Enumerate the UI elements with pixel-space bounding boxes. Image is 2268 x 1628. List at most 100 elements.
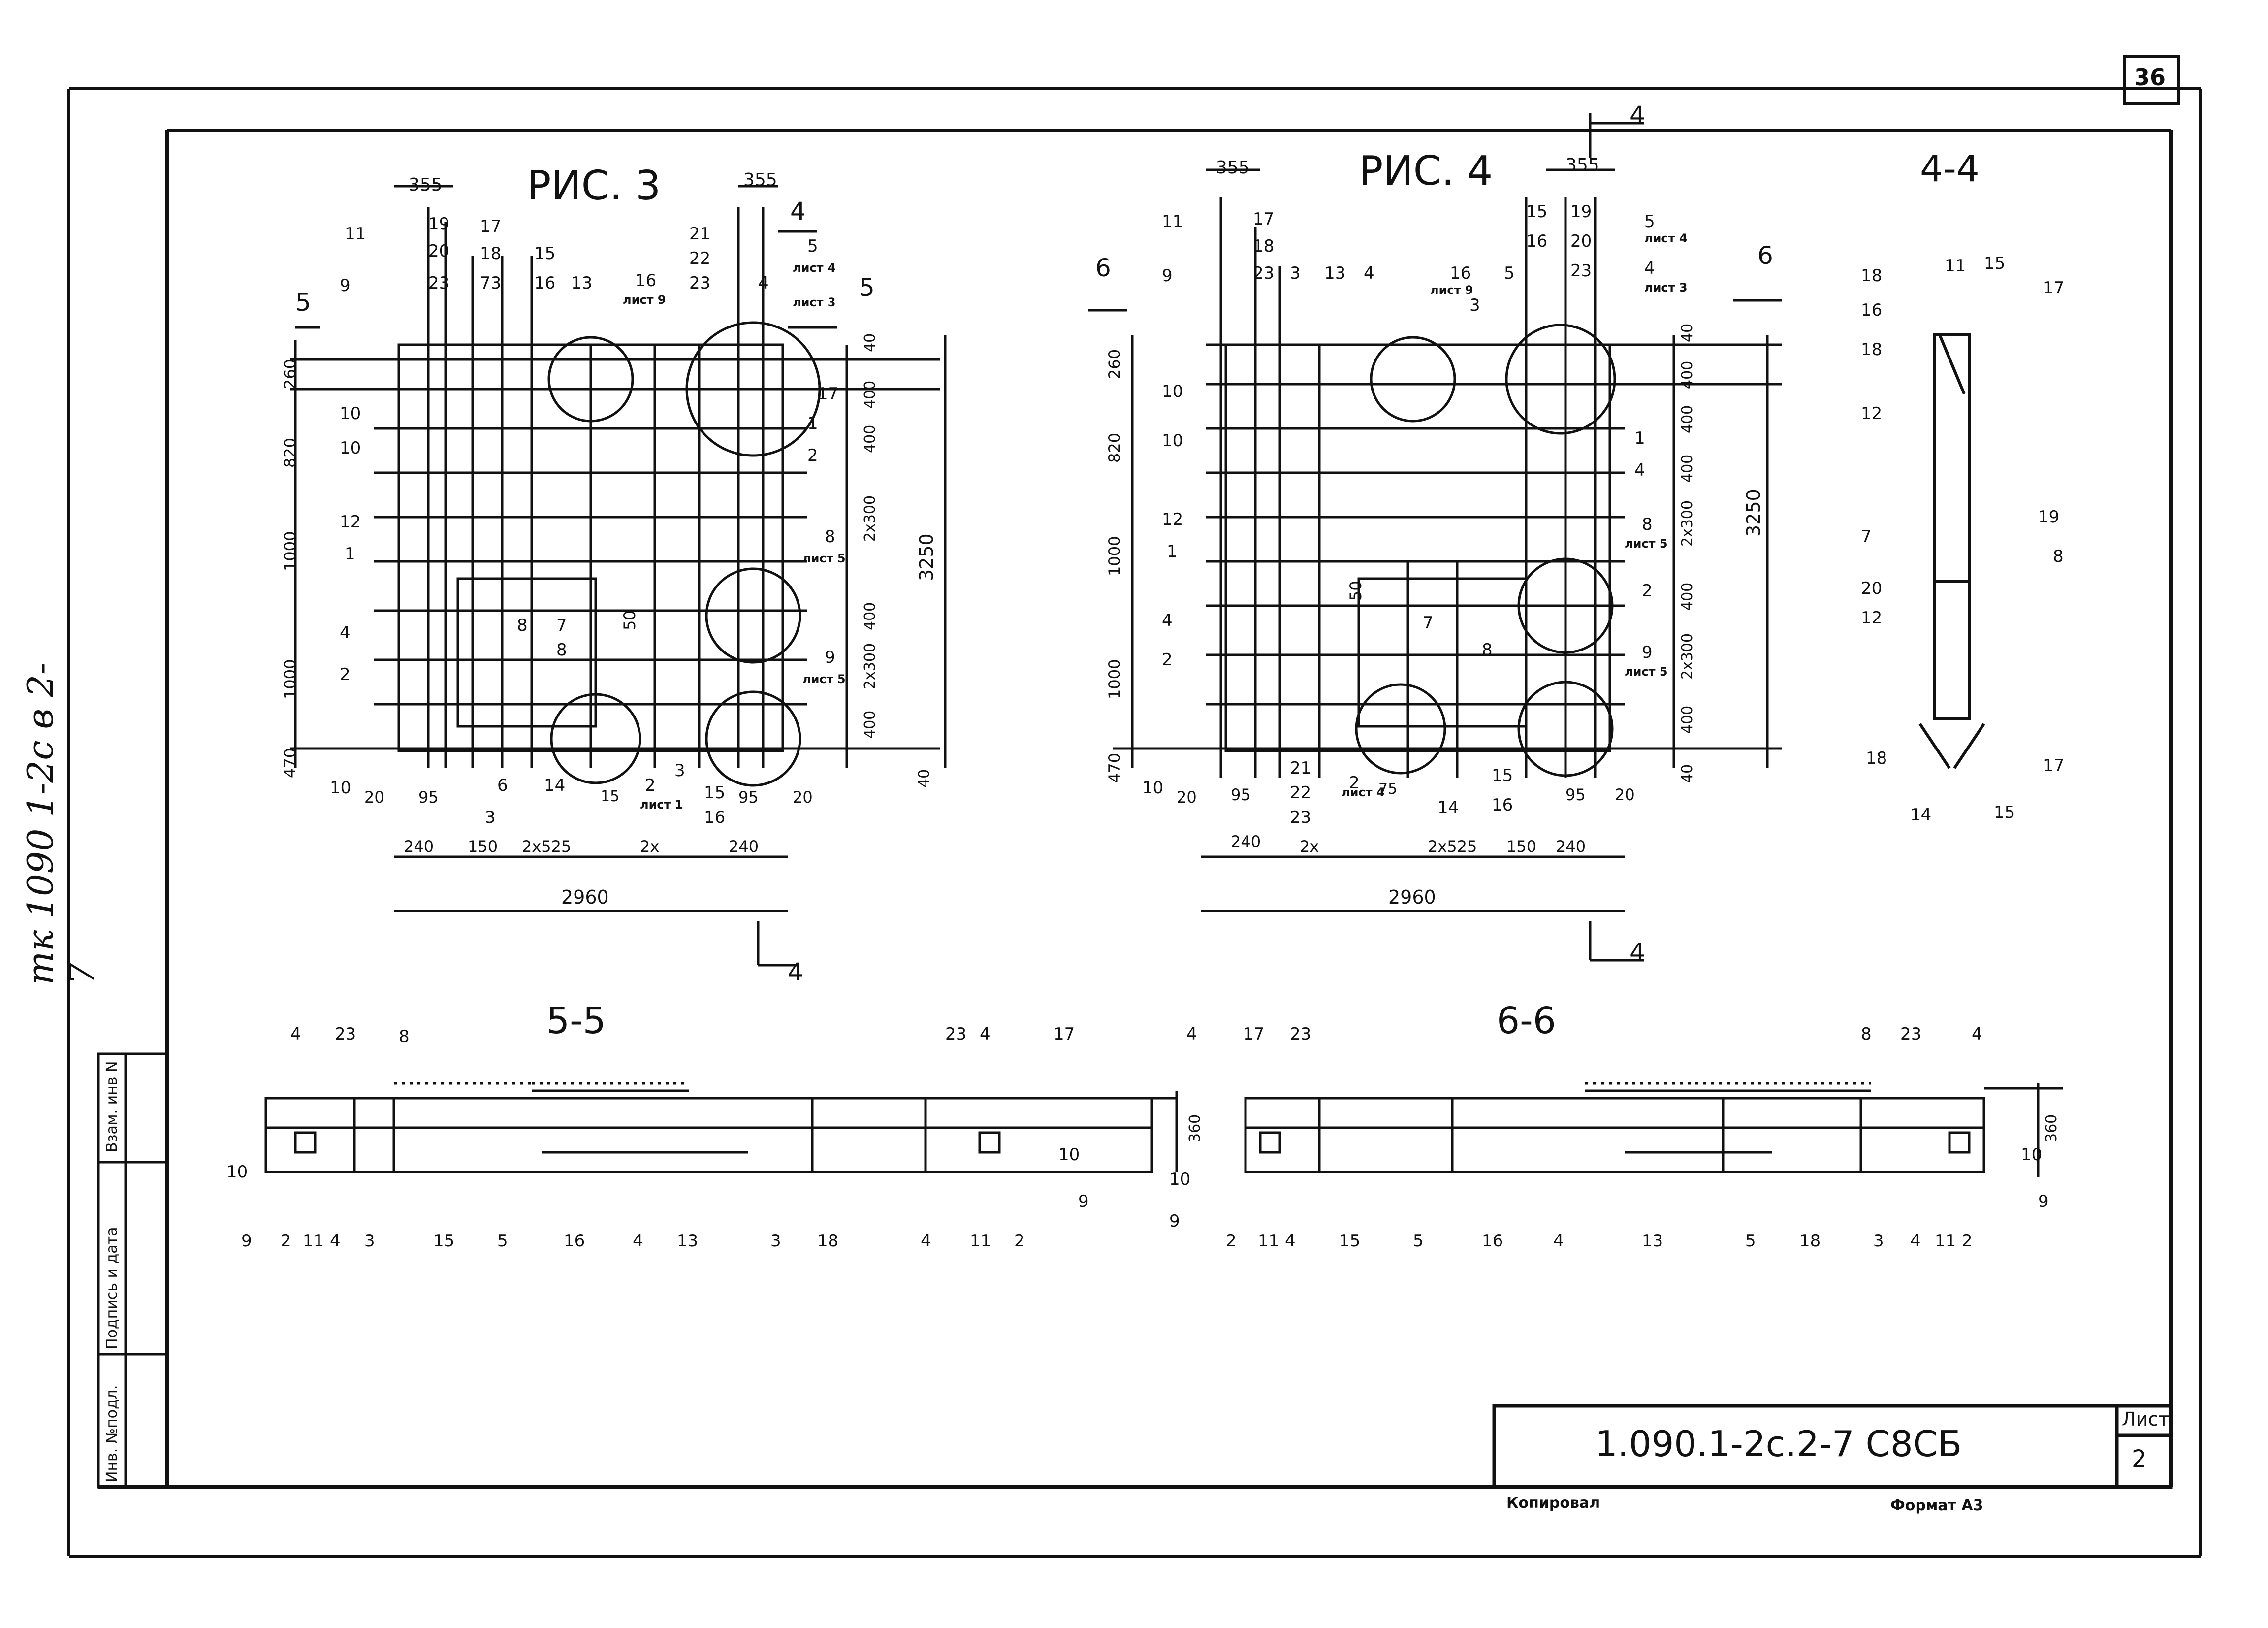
- sec44-callout-9: 11: [1945, 256, 1966, 276]
- fig4-dim-right-0: 40: [1679, 323, 1696, 342]
- sec44-callout-15: 15: [1994, 803, 2015, 822]
- fig3-callout-top-7: 16: [534, 273, 556, 293]
- sec66-callout-bottom-15: 2: [1962, 1231, 1973, 1251]
- fig4-callout-top-10: 16: [1526, 231, 1548, 251]
- fig3-callout-inner-8: 2: [645, 776, 656, 795]
- fig4-callout-top-1: 18: [1253, 236, 1275, 256]
- stamp-inv-no: Инв. №подл.: [103, 1385, 121, 1482]
- fig3-dim-bottom-3: 150: [468, 837, 498, 856]
- sec66-callout-bottom-6: 5: [1413, 1231, 1424, 1251]
- fig4-section-mark-0: 6: [1095, 254, 1111, 282]
- fig3-section-mark-2: 4: [790, 197, 806, 226]
- fig3-section-mark-0: 5: [295, 288, 311, 317]
- sheet-number: 36: [2134, 64, 2166, 91]
- sec55-callout-bottom-16: 9: [1078, 1192, 1089, 1211]
- fig4-callout-inner-4: 23: [1290, 808, 1311, 827]
- side-note: тк 1090 1-2с в 2-7: [20, 662, 102, 985]
- sec66-callout-top-2: 23: [1290, 1024, 1311, 1044]
- fig3-dim-right-7: 40: [916, 769, 933, 788]
- fig4-callout-top-12: 20: [1570, 231, 1592, 251]
- sec44-callout-8: 14: [1910, 805, 1932, 825]
- sec44-callout-2: 18: [1861, 340, 1883, 359]
- fig3-callout-left-1: 9: [340, 276, 351, 295]
- sec66-callout-bottom-12: 3: [1873, 1231, 1884, 1251]
- fig3-callout-left-5: 1: [345, 544, 355, 564]
- fig3-callout-right-4: 9: [825, 648, 835, 667]
- section-6-6: [1244, 1082, 2063, 1177]
- fig3-callout-right-3: 8: [825, 527, 835, 547]
- sec66-callout-bottom-9: 13: [1642, 1231, 1663, 1251]
- fig3-callout-left-3: 10: [340, 438, 361, 458]
- fig4-dim-right-8: 40: [1679, 764, 1696, 783]
- fig3-title: РИС. 3: [527, 163, 661, 209]
- fig4-dim-bottom-8: 20: [1615, 785, 1635, 804]
- fig4-callout-top-2: 23: [1253, 263, 1275, 283]
- sec66-callout-bottom-0: 10: [1169, 1170, 1191, 1189]
- title-block-code: 1.090.1-2с.2-7 С8СБ: [1595, 1423, 1962, 1465]
- fig3-dim-bottom-8: 20: [793, 788, 813, 807]
- section-4-4: [1918, 333, 1985, 769]
- fig4-dim-bottom-7: 95: [1565, 785, 1586, 804]
- fig3-dim-right-3: 2x300: [862, 495, 879, 542]
- fig3-dim-left-0: 260: [281, 358, 299, 389]
- sec55-callout-bottom-2: 2: [281, 1231, 291, 1251]
- stamp-vzam-inv: Взам. инв N: [103, 1061, 121, 1152]
- fig4-callout-left-2: 10: [1162, 382, 1183, 401]
- fig3-dim-bottom-1: 95: [418, 788, 439, 807]
- sec55-callout-bottom-10: 13: [677, 1231, 699, 1251]
- fig3-section-mark-3: 4: [788, 958, 803, 986]
- fig3-callout-inner-9: 3: [674, 761, 685, 781]
- fig4-callout-top-0: 17: [1253, 209, 1275, 229]
- fig4-dim-left-0: 260: [1105, 349, 1124, 379]
- sec66-callout-bottom-7: 16: [1482, 1231, 1503, 1251]
- sheet-number-box: [2123, 55, 2180, 105]
- sheet-frame: [67, 87, 2202, 1558]
- sec55-callout-bottom-3: 11: [303, 1231, 324, 1251]
- fig4-dim-left-1: 820: [1105, 432, 1124, 463]
- sec44-callout-14: 17: [2043, 756, 2065, 776]
- fig3-callout-inner-7: 16: [704, 808, 726, 827]
- fig3-dim-top-left: 355: [409, 175, 443, 195]
- sec66-dim: 360: [2043, 1114, 2060, 1142]
- sec66-callout-bottom-14: 11: [1935, 1231, 1956, 1251]
- sec66-title: 6-6: [1497, 1000, 1556, 1042]
- fig3-callout-left-7: 2: [340, 665, 351, 684]
- fig4-callout-top-13: 23: [1570, 261, 1592, 281]
- fig4-callout-left-0: 11: [1162, 212, 1183, 231]
- sec55-callout-bottom-0: 10: [226, 1162, 248, 1182]
- fig3-callout-top-9: 16: [635, 271, 657, 291]
- sec66-callout-top-5: 4: [1972, 1024, 1982, 1044]
- fig4-dim-right-5: 400: [1679, 582, 1696, 611]
- fig4-section-mark-3: 4: [1629, 938, 1645, 967]
- fig4-dim-total-w: 2960: [1388, 886, 1436, 908]
- fig4-callout-top-15: 4: [1644, 259, 1655, 278]
- sec55-callout-bottom-13: 4: [921, 1231, 931, 1251]
- fig3-dim-bottom-5: 2x: [640, 837, 660, 856]
- fig4-callout-inner-9: 16: [1492, 795, 1513, 815]
- fig4-callout-top-11: 19: [1570, 202, 1592, 222]
- sec55-callout-top-5: 17: [1054, 1024, 1075, 1044]
- fig3-callout-inner-4: 14: [544, 776, 566, 795]
- fig4-dim-left-2: 1000: [1105, 536, 1124, 576]
- fig4-title: РИС. 4: [1359, 148, 1493, 195]
- fig4-sheet-ref-5: лист 4: [1342, 785, 1385, 799]
- sec66-callout-bottom-1: 9: [1169, 1211, 1180, 1231]
- fig3-dim-right-6: 400: [862, 710, 879, 739]
- fig3-callout-left-6: 4: [340, 623, 351, 643]
- fig3-callout-top-14: 5: [807, 236, 818, 256]
- sec55-title: 5-5: [546, 1000, 606, 1042]
- sec44-title: 4-4: [1920, 148, 1980, 190]
- sec66-callout-top-0: 4: [1186, 1024, 1197, 1044]
- fig3-callout-top-4: 18: [480, 244, 502, 263]
- fig3-dim-total-h: 3250: [916, 533, 937, 581]
- fig4-dim-bottom-1: 95: [1231, 785, 1251, 804]
- fig4-dim-bottom-0: 20: [1177, 788, 1197, 807]
- fig3-callout-top-6: 15: [534, 244, 556, 263]
- fig4-dim-left-3: 1000: [1105, 659, 1124, 699]
- copied-label: Копировал: [1506, 1495, 1600, 1512]
- fig3-section-mark-1: 5: [859, 273, 875, 302]
- sec44-callout-5: 20: [1861, 579, 1883, 598]
- fig4-callout-top-6: 16: [1450, 263, 1471, 283]
- sec44-callout-6: 12: [1861, 608, 1883, 628]
